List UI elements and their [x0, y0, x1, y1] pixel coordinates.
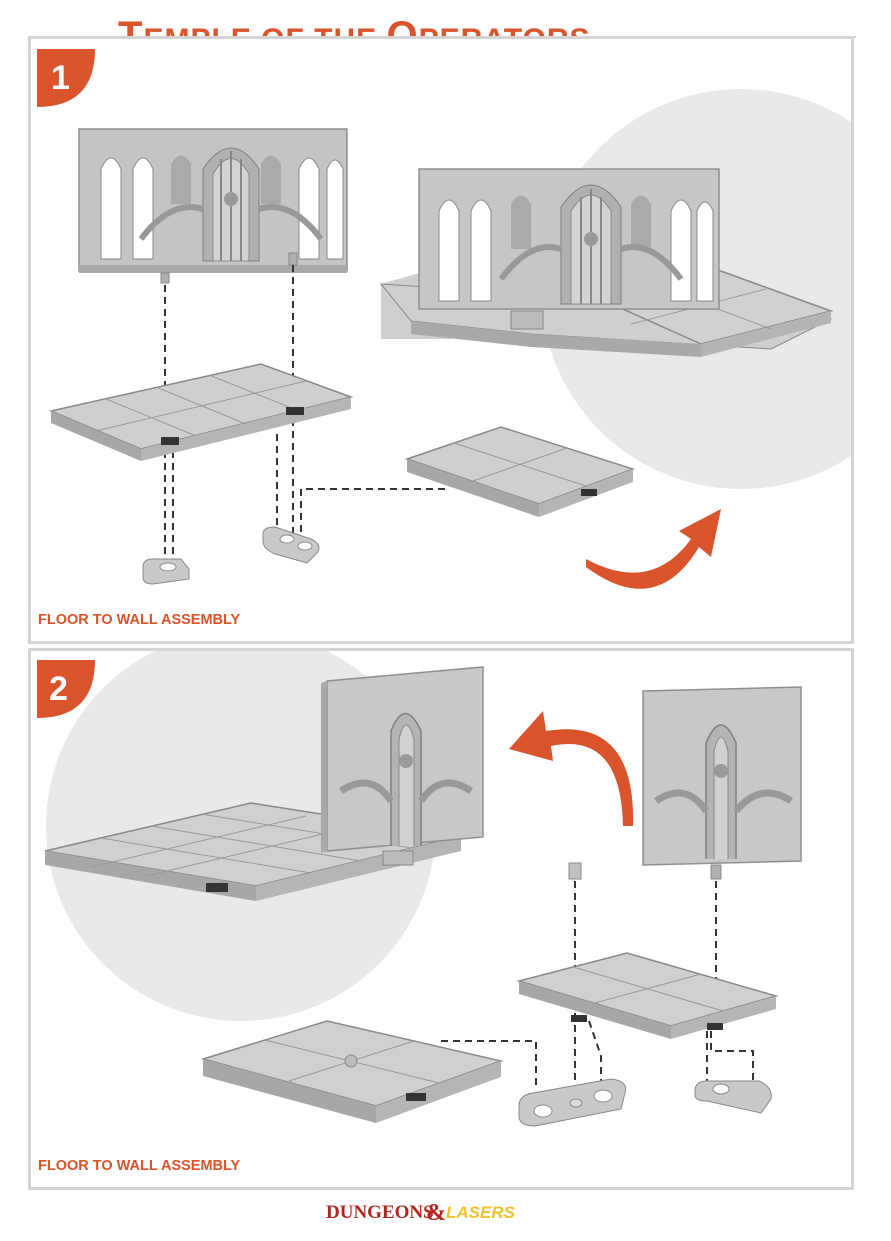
step-2-panel — [28, 648, 854, 1190]
brand-logo: DUNGEONS & LASERS — [326, 1200, 516, 1226]
floor-tile-square-2 — [516, 952, 779, 1039]
brand-lasers: LASERS — [446, 1203, 516, 1222]
floor-tile-long — [48, 363, 354, 461]
assembled-model — [379, 168, 834, 357]
assembled-model-2 — [44, 666, 484, 901]
clip-single-2 — [694, 1080, 772, 1114]
step-2-caption: FLOOR TO WALL ASSEMBLY — [38, 1158, 241, 1174]
brand-ampersand: & — [426, 1200, 446, 1226]
clip-single — [142, 558, 190, 585]
step-1-badge: 1 — [37, 49, 95, 107]
step-1-caption: FLOOR TO WALL ASSEMBLY — [38, 612, 241, 628]
floor-tile-square — [404, 426, 636, 517]
peg-piece — [568, 862, 582, 880]
clip-double — [262, 526, 320, 564]
wall-panel-square — [642, 686, 802, 880]
clip-double-2 — [518, 1078, 627, 1127]
floor-tile-square-3 — [200, 1020, 504, 1123]
step-2-number: 2 — [49, 670, 68, 708]
step-1-number: 1 — [51, 59, 70, 97]
brand-dungeons: DUNGEONS — [326, 1202, 434, 1223]
direction-arrow-icon — [509, 711, 634, 826]
step-2-illustration — [44, 651, 802, 1127]
step-1-panel — [28, 36, 854, 644]
step-2-badge: 2 — [37, 660, 95, 718]
wall-panel-arched — [78, 128, 348, 284]
step-1-illustration — [48, 89, 851, 589]
direction-arrow-icon — [586, 509, 721, 589]
